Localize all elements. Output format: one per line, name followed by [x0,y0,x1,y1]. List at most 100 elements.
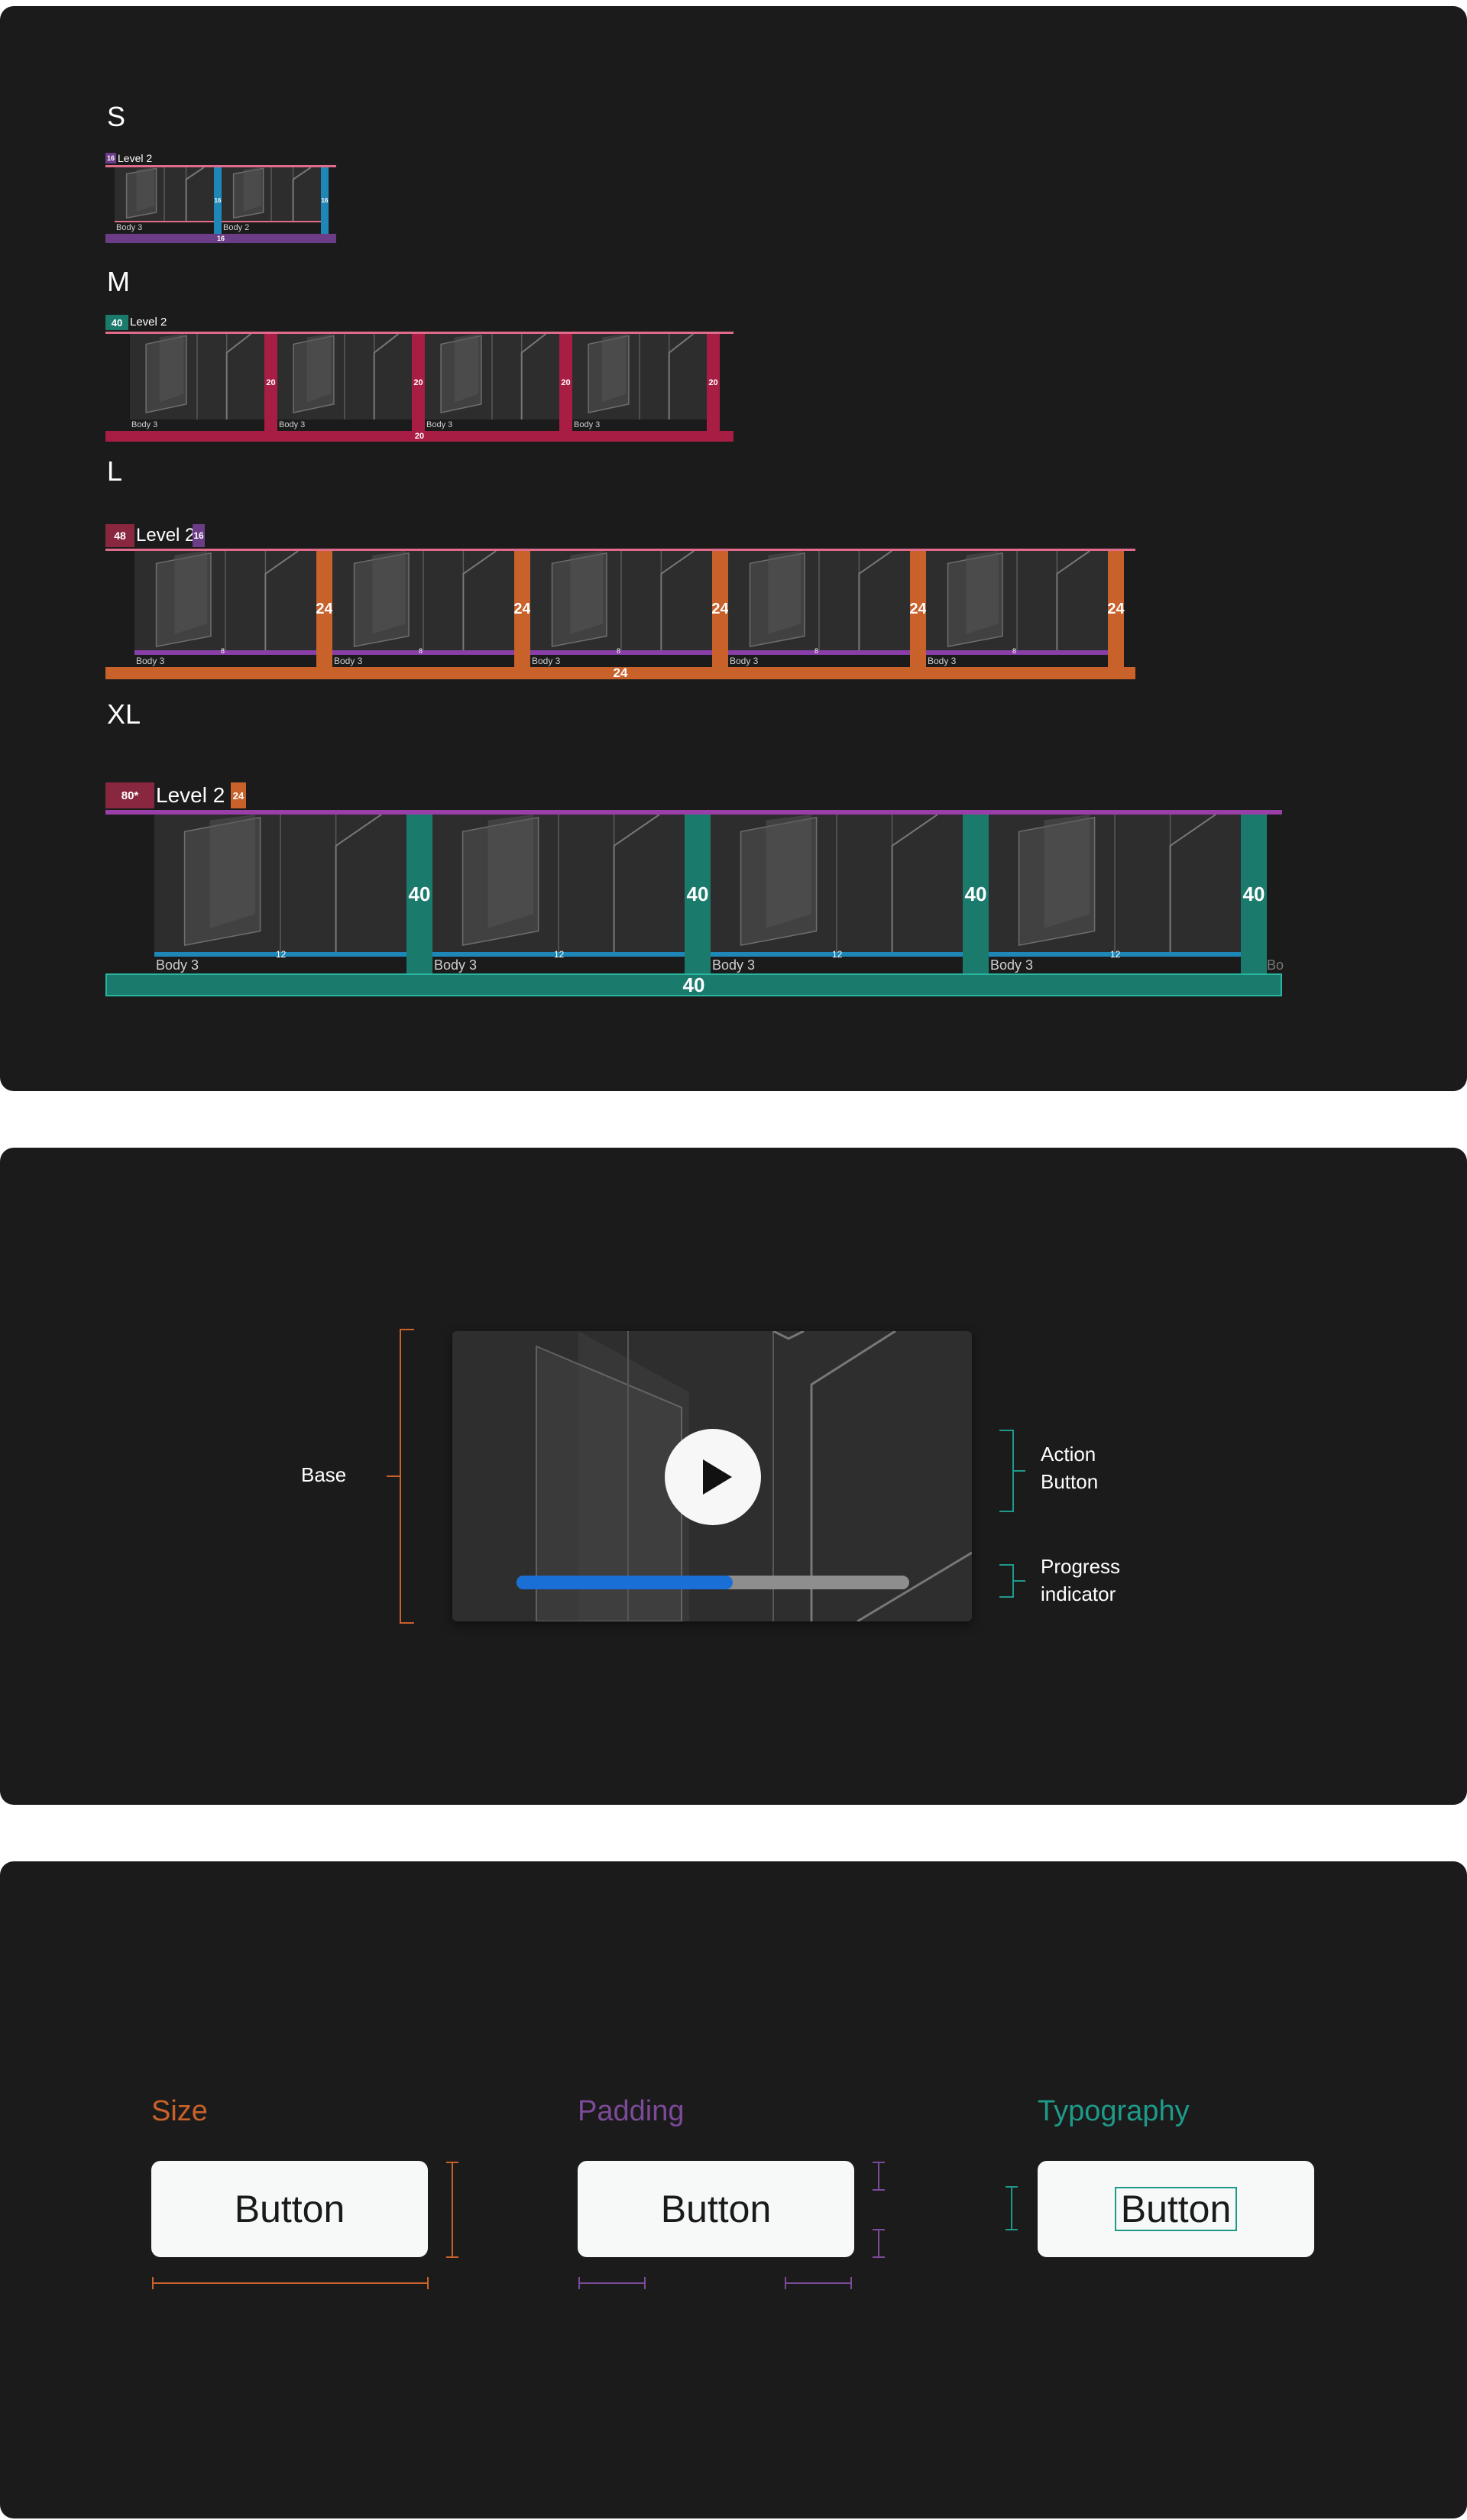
progress-fill [517,1576,733,1589]
body-label: Body 3 [712,957,756,973]
bottom-gap-band: 40 [105,973,1282,996]
action-button-label: Action Button [1041,1440,1098,1495]
thumbnail [711,815,963,957]
inner-rule [154,952,406,957]
padding-demo-button[interactable]: Button [578,2161,854,2257]
padding-top-marker [873,2162,885,2191]
action-button-bracket [999,1430,1025,1512]
level-heading: Level 2 [136,525,196,546]
inner-gap-label: 8 [1012,647,1017,655]
size-demo-button[interactable]: Button [151,2161,428,2257]
inner-rule [926,650,1108,655]
inner-gap-label: 8 [221,647,225,655]
level-tag: 80* [105,782,154,808]
body-label: Body 3 [990,957,1034,973]
body-label: Body 3 [730,656,759,666]
body-label: Body 3 [928,656,957,666]
thumbnail [432,815,685,957]
thumbnail [989,815,1241,957]
body-label: Body 3 [131,420,158,429]
typography-height-marker [1006,2186,1018,2230]
inner-gap-label: 12 [1110,949,1121,960]
inner-rule [115,221,214,222]
body-label: Body 3 [426,420,453,429]
gap-bar: 24 [1107,551,1125,667]
level-heading: Level 2 [156,783,225,807]
gap-bar: 16 [214,167,222,234]
level-heading: Level 2 [118,152,153,164]
typography-demo-button-label: Button [1114,2187,1238,2231]
thumbnail [115,167,214,222]
thumbnail [154,815,406,957]
inner-rule [222,221,321,222]
size-demo-button-label: Button [234,2188,345,2230]
padding-left-marker [578,2277,646,2289]
thumbnail [130,334,264,419]
typography-title: Typography [1038,2095,1190,2127]
level-badge: 16 [193,524,205,547]
level-tag: 40 [105,315,128,330]
size-title: Size [151,2095,208,2127]
inner-rule [989,952,1241,957]
action-label-line-2: Button [1041,1470,1099,1493]
size-xl-label: XL [107,698,141,730]
gap-bar: 20 [707,334,720,431]
gap-bar: 40 [963,815,989,973]
body-label: Body 3 [334,656,363,666]
inner-gap-label: 12 [554,949,565,960]
bottom-gap-band: 20 [105,431,734,442]
inner-gap-label: 8 [814,647,819,655]
play-icon [703,1459,732,1495]
thumbnail [277,334,412,419]
base-label: Base [301,1463,347,1486]
gap-bar: 24 [513,551,531,667]
level-heading: Level 2 [130,316,167,329]
thumbnail [572,334,707,419]
inner-rule [332,650,514,655]
size-m-label: M [107,266,130,297]
progress-bracket [999,1564,1025,1598]
inner-gap-label: 8 [419,647,423,655]
typography-demo-button[interactable]: Button [1038,2161,1314,2257]
action-label-line-1: Action [1041,1443,1096,1466]
progress-label-line-2: indicator [1041,1582,1116,1605]
inner-rule [134,650,316,655]
play-button[interactable] [665,1429,761,1525]
thumbnail [332,551,514,655]
body-label: Body 3 [279,420,306,429]
size-width-marker [152,2277,429,2289]
body-label: Body 2 [223,223,250,232]
thumbnail [530,551,712,655]
body-label: Body 3 [532,656,561,666]
inner-rule [530,650,712,655]
body-label: Body 3 [156,957,199,973]
inner-gap-label: 12 [832,949,843,960]
gap-bar: 16 [321,167,329,234]
padding-right-marker [785,2277,852,2289]
progress-indicator-label: Progress indicator [1041,1553,1120,1608]
video-thumbnail-base[interactable] [452,1331,972,1621]
padding-title: Padding [578,2095,685,2127]
thumbnail [926,551,1108,655]
top-rule [105,810,1282,815]
gap-bar: 40 [685,815,711,973]
gap-bar: 40 [406,815,432,973]
gap-bar: 20 [412,334,425,431]
size-s-label: S [107,101,126,132]
inner-gap-label: 8 [617,647,621,655]
gap-bar: 24 [711,551,729,667]
base-bracket [387,1329,414,1624]
progress-indicator[interactable] [517,1576,909,1589]
level-badge: 24 [231,782,246,808]
gap-bar: 40 [1241,815,1267,973]
body-label: Body 3 [136,656,165,666]
body-label: Body 3 [116,223,143,232]
thumbnail [728,551,910,655]
gap-bar: 20 [264,334,277,431]
top-rule [105,165,336,167]
padding-demo-button-label: Button [660,2188,772,2230]
bottom-gap-band: 24 [105,666,1135,680]
thumbnail [425,334,559,419]
button-spec-panel: Size Button Padding Button Typography Bu… [0,1861,1467,2518]
